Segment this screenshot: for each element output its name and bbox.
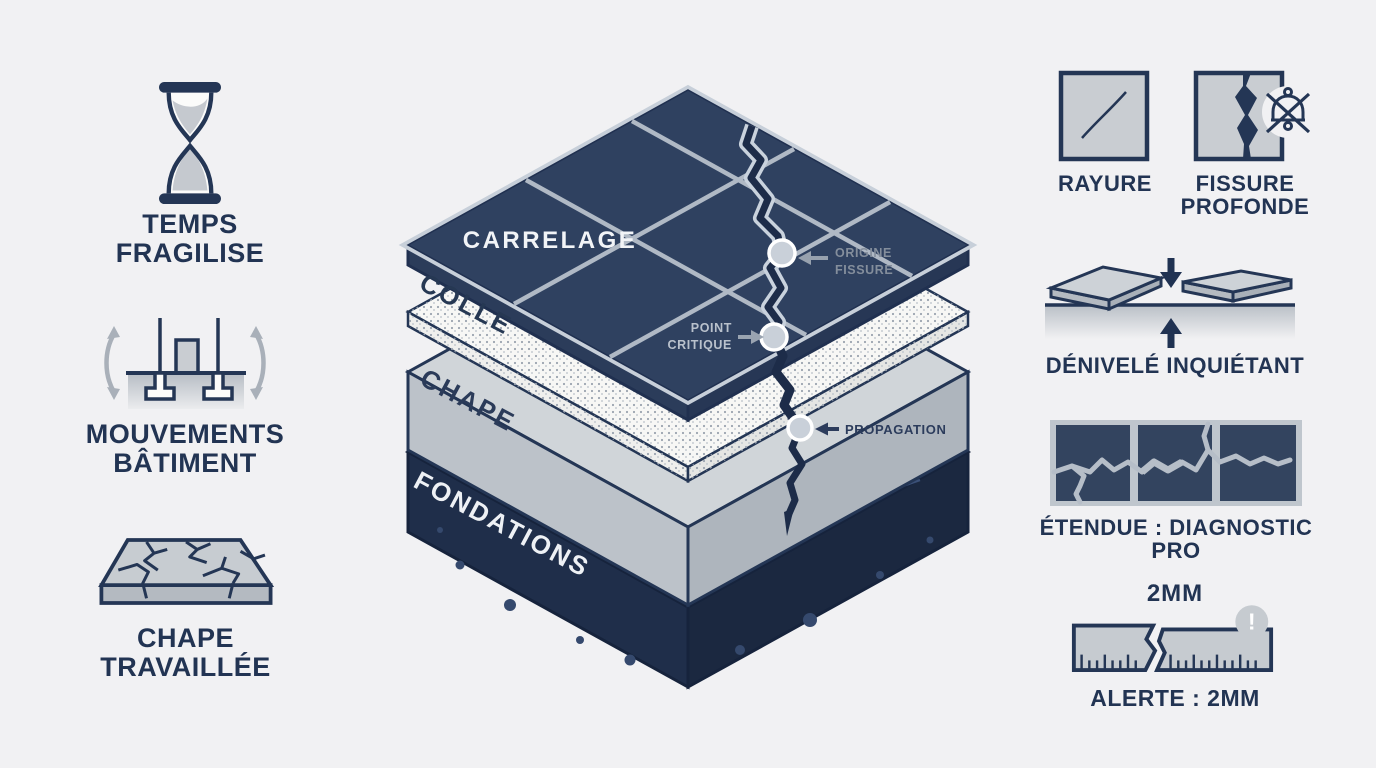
layer-label-carrelage: CARRELAGE [463,227,638,254]
annotation-origine-fissure: ORIGINE FISSURE [798,246,893,277]
crack-width-value: 2MM [1146,580,1204,607]
crack-extent-tiles-icon [1050,420,1302,506]
ruler-left [1071,623,1158,673]
arrow-right-icon [751,330,764,344]
ruler-ticks [1080,654,1257,671]
ruler-right [1154,627,1274,673]
label-line: FRAGILISE [115,237,265,268]
defect-label-rayure: RAYURE [1058,171,1152,196]
tile-right [1181,269,1293,303]
annotation-propagation: PROPAGATION [815,422,946,437]
arrow-left-icon [815,422,828,436]
bell-off-icon [1262,86,1314,138]
sway-arrow-left [104,332,116,394]
crack-marker-propagation [786,414,814,442]
crack-path [739,123,806,536]
label-line: MOUVEMENTS [85,419,285,449]
annotation-text: ORIGINE [835,246,892,260]
cause-label-mouvements: MOUVEMENTS BÂTIMENT [86,420,285,477]
tile [1056,425,1130,501]
cause-label-temps: TEMPS FRAGILISE [116,210,265,267]
defect-block-denivele: DÉNIVELÉ INQUIÉTANT [1040,258,1310,388]
cause-block-mouvements: MOUVEMENTS BÂTIMENT [86,318,284,477]
annotation-point-critique: POINT CRITIQUE [667,321,764,352]
defect-block-etendue: ÉTENDUE : DIAGNOSTIC PRO [1028,416,1324,562]
warning-glyph: ! [1248,608,1256,634]
annotation-text: PROPAGATION [845,422,946,437]
label-line: FISSURE [1195,171,1295,196]
crack-marker-origine [767,238,797,268]
scratch-line [1081,91,1127,139]
building-movement-icon [104,318,266,409]
cause-block-chape: CHAPE TRAVAILLÉE [88,528,283,681]
floor-layers-diagram: ORIGINE FISSURE POINT CRITIQUE PROPAGATI… [398,84,978,690]
label-line: PROFONDE [1180,194,1310,220]
annotation-text: POINT [691,321,732,335]
hourglass-icon [159,82,221,204]
defect-block-surface: RAYURE FISSURE PROFONDE [1030,66,1330,236]
ruler-crack-icon: ! [1071,605,1274,673]
crack-marker-point-critique [759,322,789,352]
annotation-text: FISSURE [835,263,893,277]
label-line: TRAVAILLÉE [100,651,271,682]
label-line: CHAPE [136,623,234,653]
defect-block-alerte: 2MM ! ALERTE : 2MM [1040,580,1310,720]
deep-crack-tile-icon [1193,70,1314,162]
footing [202,371,234,401]
cause-label-chape: CHAPE TRAVAILLÉE [100,624,271,681]
tile-left [1045,265,1167,312]
cracked-slab-icon [97,538,274,605]
gap-arrows [1160,258,1182,348]
slab-cracks [117,540,265,599]
label-line: TEMPS [142,209,238,239]
annotation-text: CRITIQUE [667,338,732,352]
rayure-tile-icon [1058,70,1150,162]
sway-arrow-right [254,332,266,394]
defect-label-denivele: DÉNIVELÉ INQUIÉTANT [1045,353,1305,378]
tile-level-offset-icon [1045,258,1295,348]
defect-label-alerte: ALERTE : 2MM [1090,685,1260,711]
warning-icon: ! [1235,605,1269,639]
arrow-left-icon [798,251,811,265]
defect-label-etendue: ÉTENDUE : DIAGNOSTIC PRO [1039,515,1313,564]
crack-shape [1235,73,1258,159]
label-line: BÂTIMENT [113,447,257,478]
footing [144,371,176,401]
cause-block-temps: TEMPS FRAGILISE [95,82,285,267]
defect-label-fissure-profonde: FISSURE PROFONDE [1165,172,1325,219]
